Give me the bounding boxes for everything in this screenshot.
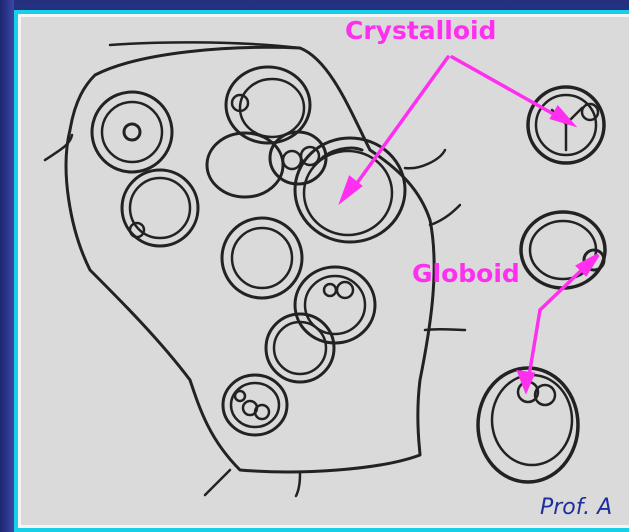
arrow-globoid-to-lower: [528, 310, 540, 382]
aleurone-grain: [222, 218, 302, 298]
arrow-crystalloid-to-grain: [452, 57, 564, 120]
ring-grain-left: [92, 92, 172, 172]
aleurone-grain: [295, 267, 375, 343]
grain-with-crystalloid: [528, 87, 604, 163]
label-globoid: Globoid: [412, 259, 520, 288]
label-crystalloid: Crystalloid: [345, 16, 496, 45]
credit-text: Prof. A: [540, 495, 612, 520]
wall-line-right-3: [425, 329, 465, 330]
wall-line-right-1: [405, 150, 445, 168]
arrowhead-globoid-lower: [519, 372, 533, 390]
aleurone-grain: [122, 170, 198, 246]
wall-line-right-2: [430, 205, 460, 225]
cell-wall-outline: [66, 47, 434, 472]
wall-line-bottom: [205, 470, 230, 495]
aleurone-grain: [223, 375, 287, 435]
wall-line-bottom-2: [296, 474, 300, 496]
arrowhead-crystalloid-grain: [552, 108, 572, 124]
grain-with-globoid: [521, 212, 605, 288]
